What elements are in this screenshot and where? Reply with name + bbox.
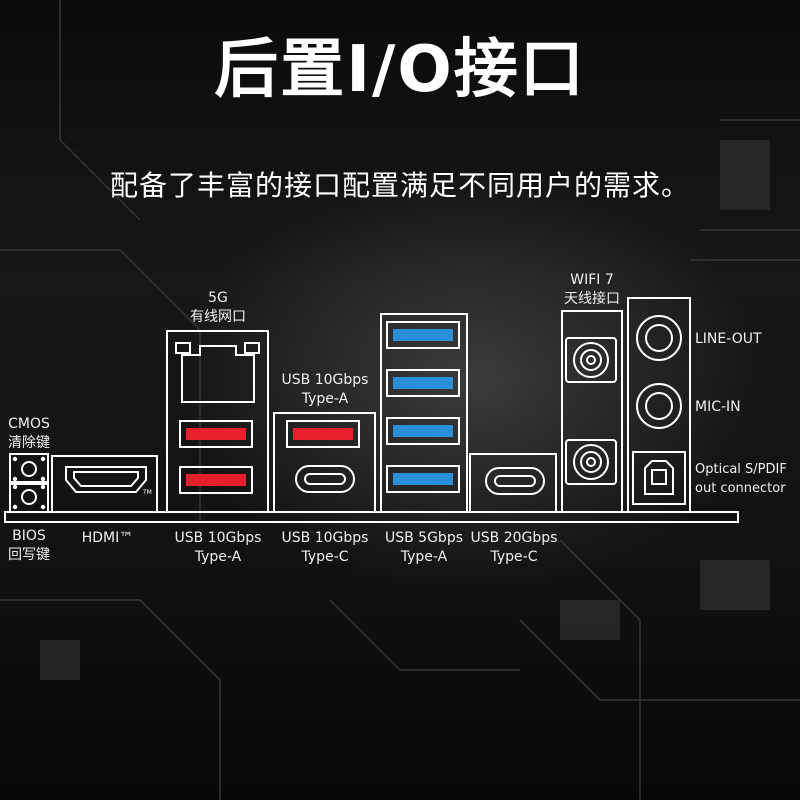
usb10-stack [273, 412, 376, 513]
mic-in-jack[interactable] [636, 383, 682, 429]
io-baseline [4, 511, 739, 523]
usb10-red-tab [186, 428, 246, 440]
lan-label-line1: 5G [208, 290, 228, 306]
usb10-typec-label-line1: USB 10Gbps [281, 530, 369, 546]
spdif-label-line2: out connector [695, 481, 786, 496]
usb5-typea-port-3[interactable] [386, 417, 460, 445]
usb10-red-tab [186, 474, 246, 486]
antenna-connector-icon [565, 439, 617, 485]
usb5-blue-tab [393, 377, 453, 389]
hdmi-port-icon [65, 466, 147, 493]
ethernet-port-icon [181, 345, 255, 403]
usb10-typec-port[interactable] [295, 465, 355, 493]
cmos-label: CMOS 清除键 [4, 415, 54, 453]
usb10-typec-label-line2: Type-C [301, 549, 349, 565]
usb10-typec-label: USB 10Gbps Type-C [273, 529, 377, 567]
usb5-typea-port-2[interactable] [386, 369, 460, 397]
wifi-antenna-stack [561, 310, 623, 513]
cmos-label-line2: 清除键 [8, 435, 50, 451]
svg-text:TM: TM [142, 489, 152, 496]
usb10-typea-port-top[interactable] [179, 420, 253, 448]
usb10-red-tab [293, 428, 353, 440]
usb20-stack [469, 453, 557, 513]
page-title: 后置I/O接口 [214, 33, 586, 107]
spdif-label-line1: Optical S/PDIF [695, 462, 787, 477]
usb10-typea-port-mid[interactable] [286, 420, 360, 448]
cmos-label-line1: CMOS [8, 416, 50, 432]
usb5-typea-label-line2: Type-A [400, 549, 448, 565]
cmos-clear-button[interactable] [9, 453, 49, 485]
hdmi-label: HDMI™ [81, 530, 134, 546]
line-out-label: LINE-OUT [695, 331, 762, 347]
lan-label-line2: 有线网口 [190, 309, 246, 325]
antenna-connector-icon [565, 337, 617, 383]
usb10-typea-label-line1: USB 10Gbps [174, 530, 262, 546]
usb5-blue-tab [393, 425, 453, 437]
usb5-typea-label: USB 5Gbps Type-A [378, 529, 470, 567]
spdif-label: Optical S/PDIF out connector [695, 460, 787, 498]
line-out-jack[interactable] [636, 315, 682, 361]
usb10-typea-top-label-line2: Type-A [301, 391, 349, 407]
usb20-typec-label-line1: USB 20Gbps [470, 530, 558, 546]
hdmi-port[interactable] [51, 455, 158, 513]
usb5-typea-port-1[interactable] [386, 321, 460, 349]
usb5-stack [380, 313, 468, 513]
wifi-label-line1: WIFI 7 [570, 272, 614, 288]
usb5-blue-tab [393, 473, 453, 485]
usb10-typea-label-line2: Type-A [194, 549, 242, 565]
usb20-typec-label: USB 20Gbps Type-C [466, 529, 562, 567]
mic-in-label: MIC-IN [695, 399, 741, 415]
usb5-typea-port-4[interactable] [386, 465, 460, 493]
audio-stack [627, 297, 691, 513]
lan-label: 5G 有线网口 [168, 289, 268, 327]
bios-flashback-button[interactable] [9, 481, 49, 513]
usb5-typea-label-line1: USB 5Gbps [384, 530, 463, 546]
usb20-typec-port[interactable] [485, 467, 545, 495]
bios-label-line2: 回写键 [8, 547, 50, 563]
audio-jack-icon [636, 383, 682, 429]
wifi-antenna-connector-1[interactable] [565, 337, 617, 383]
wifi-label: WIFI 7 天线接口 [552, 271, 632, 309]
lan-usb-stack [166, 330, 269, 513]
usb20-typec-label-line2: Type-C [490, 549, 538, 565]
usb5-blue-tab [393, 329, 453, 341]
usb10-typea-label: USB 10Gbps Type-A [166, 529, 270, 567]
ethernet-port[interactable] [175, 342, 260, 403]
bios-label: BIOS 回写键 [4, 527, 54, 565]
page-subtitle: 配备了丰富的接口配置满足不同用户的需求。 [109, 169, 690, 202]
wifi-label-line2: 天线接口 [564, 291, 620, 307]
bios-label-line1: BIOS [12, 528, 46, 544]
usb10-typea-port-bottom[interactable] [179, 466, 253, 494]
optical-spdif-port[interactable] [632, 451, 686, 505]
optical-port-icon [644, 460, 674, 495]
wifi-antenna-connector-2[interactable] [565, 439, 617, 485]
usb10-typea-top-label: USB 10Gbps Type-A [273, 371, 377, 409]
usb10-typea-top-label-line1: USB 10Gbps [281, 372, 369, 388]
audio-jack-icon [636, 315, 682, 361]
